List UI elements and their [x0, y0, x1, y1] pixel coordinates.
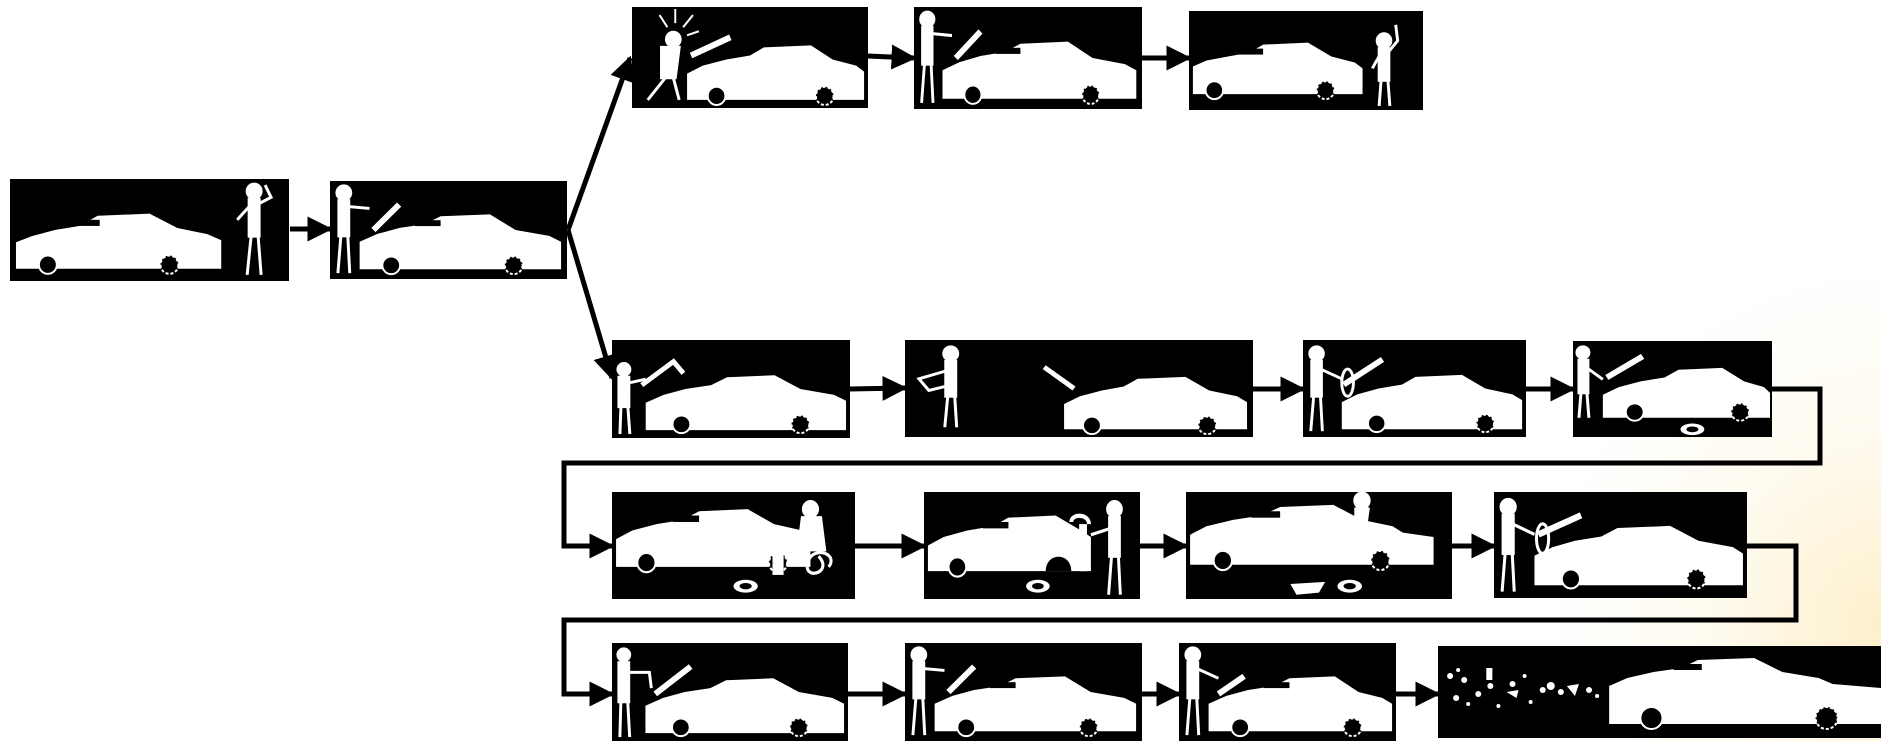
panel-person-closes-hood-2	[905, 643, 1142, 741]
arrow-p3-p4	[868, 56, 914, 58]
panel-person-hit-by-hood-sparks	[632, 7, 868, 108]
panel-hood-open-tire-on-ground	[1573, 341, 1772, 437]
panel-person-at-hood	[612, 643, 848, 741]
panel-car-person-thumbs-up	[1189, 11, 1423, 110]
panel-person-behind-car-tools-on-ground	[1186, 492, 1452, 599]
panel-person-closes-hood-1	[1494, 492, 1747, 598]
panel-person-kneeling-with-hose	[612, 492, 855, 599]
arrow-p2-p6	[568, 230, 612, 378]
panel-person-walks-away-hood-open	[905, 340, 1253, 437]
arrow-p2-p3	[568, 58, 630, 230]
panel-car-person-head-scratch	[10, 179, 289, 281]
panel-car-drives-away-exhaust	[1438, 646, 1881, 738]
panel-person-opens-hood-1	[330, 181, 567, 279]
panel-person-opens-hood-2	[914, 7, 1142, 109]
panel-person-with-jack-tire-off	[924, 492, 1140, 599]
arrow-p6-p7	[850, 388, 905, 389]
panel-person-closes-hood-3	[1179, 643, 1396, 741]
panel-person-with-tire-hood-open	[1303, 340, 1526, 437]
panel-person-opens-hood-3	[612, 340, 850, 438]
